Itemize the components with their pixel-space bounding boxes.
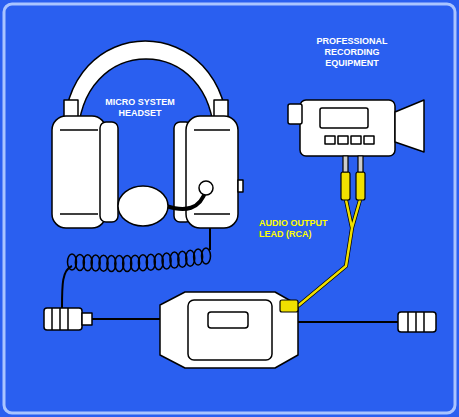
camera-button xyxy=(325,136,335,144)
frame xyxy=(4,4,455,413)
cable xyxy=(92,318,160,320)
viewfinder xyxy=(288,104,302,124)
camera-button xyxy=(338,136,348,144)
cable xyxy=(298,321,398,323)
ear-cup xyxy=(186,116,238,228)
cable xyxy=(62,266,72,308)
cup-detail xyxy=(60,130,98,214)
rca-lead-outline xyxy=(298,200,360,306)
part-label: PROFESSIONAL RECORDING EQUIPMENT xyxy=(311,36,393,69)
connector-grip xyxy=(52,308,68,330)
rca-plug xyxy=(341,172,350,200)
camera-screen xyxy=(320,108,368,128)
coiled-cord xyxy=(68,248,211,271)
interface-box xyxy=(160,292,298,368)
rca-connector xyxy=(280,300,298,312)
lead-label: AUDIO OUTPUT LEAD (RCA) xyxy=(259,218,337,240)
camera-button xyxy=(364,136,374,144)
part-label: MICRO SYSTEM HEADSET xyxy=(99,97,181,119)
connector xyxy=(44,308,82,330)
rca-pin xyxy=(343,156,348,172)
connector-grip xyxy=(408,312,424,332)
connector xyxy=(398,312,436,332)
ear-cushion xyxy=(100,122,118,222)
switch xyxy=(208,312,248,328)
camera-lens xyxy=(395,100,424,152)
connector xyxy=(82,313,92,325)
interface-panel xyxy=(188,300,272,360)
volume-knob xyxy=(238,180,243,192)
microphone xyxy=(118,186,168,226)
cable xyxy=(209,228,211,250)
rca-lead xyxy=(298,200,360,306)
rca-pin xyxy=(358,156,363,172)
rca-plug xyxy=(356,172,365,200)
camera-body xyxy=(300,100,395,156)
ear-cup xyxy=(52,116,106,228)
camera-button xyxy=(351,136,361,144)
boom-pivot xyxy=(199,181,213,195)
